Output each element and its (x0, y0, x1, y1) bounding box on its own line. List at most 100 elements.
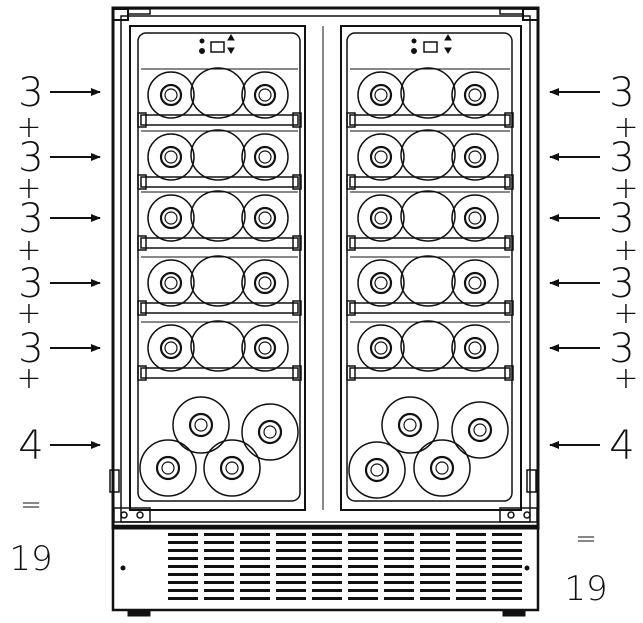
vent-slot (312, 573, 342, 576)
shelf-rail (140, 367, 299, 379)
left-total-value: 19 (9, 539, 52, 579)
shelf-rail (349, 237, 511, 249)
vent-slot (384, 597, 414, 600)
vent-slot (168, 541, 198, 544)
wine-bottle-base (190, 190, 246, 242)
left-plus-sign: + (16, 296, 41, 331)
vent-slot (456, 589, 486, 592)
vent-slot (312, 533, 342, 536)
bottle-neck (463, 83, 487, 107)
vent-slot (168, 597, 198, 600)
bottle-cork (258, 341, 272, 355)
wine-bottle (241, 194, 289, 242)
vent-slot (348, 533, 378, 536)
wine-bottle-base (190, 129, 246, 181)
right-plus-sign: + (613, 171, 638, 206)
right-capacity-labels: 3+3+3+3+3+4 (549, 70, 639, 469)
wine-bottle (241, 403, 299, 461)
bottle-neck (463, 271, 487, 295)
left-bracket-screw (136, 511, 144, 519)
vent-slot (276, 573, 306, 576)
vent-slot (420, 581, 450, 584)
bottle-neck (369, 336, 393, 360)
bottle-cork (263, 425, 277, 439)
right-lower-hinge (526, 469, 537, 493)
vent-slot (348, 589, 378, 592)
shelf-rail (349, 302, 511, 314)
right-total-value: 19 (564, 569, 607, 609)
vent-slot (240, 565, 270, 568)
vent-slot (312, 565, 342, 568)
right-bracket-screw (523, 511, 531, 519)
bottle-neck (159, 271, 183, 295)
left-capacity-labels: 3+3+3+3+3+4 (16, 70, 101, 469)
vent-slot (312, 581, 342, 584)
vent-slot (384, 533, 414, 536)
shelf-handle (346, 365, 356, 381)
right-shelf-count: 3 (609, 70, 634, 116)
shelf-rail (349, 176, 511, 188)
right-plus-sign: + (613, 110, 638, 145)
wine-bottle-base (400, 129, 456, 181)
bottle-cork (164, 276, 178, 290)
vent-slot (420, 565, 450, 568)
right-shelf-count: 3 (609, 261, 634, 307)
bottle-neck (219, 455, 245, 481)
wine-bottle (147, 133, 195, 181)
bottle-neck (155, 455, 181, 481)
bottle-cork (403, 418, 417, 432)
bottle-cork (164, 150, 178, 164)
shelf-handle (504, 300, 514, 316)
right-bracket-screw (507, 511, 515, 519)
vent-slot (168, 565, 198, 568)
vent-slot (456, 549, 486, 552)
wine-bottle (241, 324, 289, 372)
vent-slot (204, 589, 234, 592)
shelf-handle (292, 174, 302, 190)
vent-slot (348, 597, 378, 600)
right-plus-sign: + (613, 233, 638, 268)
wine-bottle (357, 259, 405, 307)
shelf-handle (137, 235, 147, 251)
right-door-frame (340, 25, 522, 511)
left-shelf-count: 3 (18, 326, 43, 372)
right-total-equals: = (575, 524, 597, 554)
right-foot (502, 609, 526, 617)
bottle-neck (369, 206, 393, 230)
wine-bottle (241, 71, 289, 119)
vent-slot (384, 573, 414, 576)
shelf-rail (140, 237, 299, 249)
vent-slot (312, 549, 342, 552)
bottle-cork (194, 418, 208, 432)
vent-slot (168, 581, 198, 584)
temp-down-icon (227, 47, 235, 54)
bottle-neck (159, 336, 183, 360)
bottle-neck (369, 271, 393, 295)
left-door-glass (137, 32, 301, 502)
right-base-screw (524, 565, 530, 571)
shelf-handle (292, 235, 302, 251)
bottle-cork (161, 461, 175, 475)
left-bracket-screw (120, 511, 128, 519)
bottle-cork (370, 463, 384, 477)
bottle-neck (364, 457, 390, 483)
bottle-neck (429, 455, 455, 481)
shelf-handle (292, 365, 302, 381)
bottle-neck (253, 206, 277, 230)
bottle-cork (258, 88, 272, 102)
bottle-neck (253, 336, 277, 360)
bottle-cork (374, 150, 388, 164)
lower-hinges (109, 469, 538, 523)
left-shelf-count: 3 (18, 70, 43, 116)
vent-slot (492, 565, 522, 568)
right-total: = 19 (564, 524, 607, 609)
cabinet-inner-frame (120, 15, 531, 523)
vent-slot (276, 533, 306, 536)
vent-slot (204, 581, 234, 584)
shelf-handle (137, 112, 147, 128)
right-shelf-count: 3 (609, 326, 634, 372)
vent-slot (420, 541, 450, 544)
vent-slot (492, 557, 522, 560)
vent-slot (276, 565, 306, 568)
left-plus-sign: + (16, 233, 41, 268)
